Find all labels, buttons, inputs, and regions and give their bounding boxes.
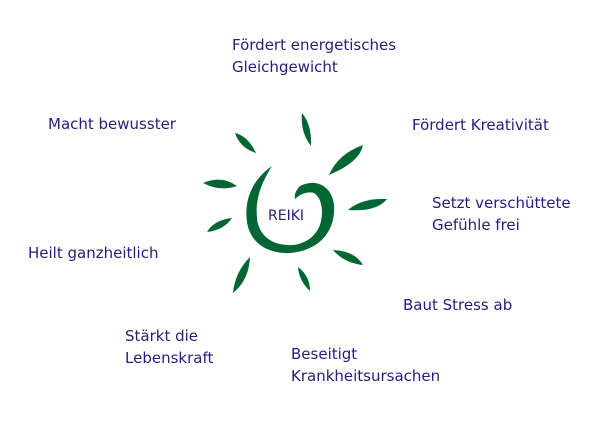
benefit-line: Beseitigt xyxy=(291,345,358,363)
spiral xyxy=(246,166,335,254)
benefit-stress: Baut Stress ab xyxy=(403,294,512,316)
ray-top-right xyxy=(329,145,363,175)
benefit-line: Stärkt die xyxy=(125,327,199,345)
benefit-line: Fördert Kreativität xyxy=(412,116,549,134)
benefit-lifeforce: Stärkt die Lebenskraft xyxy=(125,325,213,369)
benefit-holistic: Heilt ganzheitlich xyxy=(28,242,158,264)
benefit-line: Setzt verschüttete xyxy=(432,194,571,212)
benefit-awareness: Macht bewusster xyxy=(48,113,176,135)
benefit-feelings: Setzt verschüttete Gefühle frei xyxy=(432,192,571,236)
benefit-line: Gleichgewicht xyxy=(232,58,338,76)
benefit-creativity: Fördert Kreativität xyxy=(412,114,549,136)
ray-left-lower xyxy=(207,218,232,232)
benefit-line: Heilt ganzheitlich xyxy=(28,244,159,262)
benefit-line: Krankheitsursachen xyxy=(291,367,441,385)
benefit-line: Gefühle frei xyxy=(432,216,520,234)
ray-right xyxy=(348,198,387,211)
ray-top xyxy=(301,113,312,146)
benefit-line: Fördert energetisches xyxy=(232,36,397,54)
ray-bottom-left xyxy=(233,257,250,293)
center-label: REIKI xyxy=(268,208,305,224)
benefit-line: Baut Stress ab xyxy=(403,296,513,314)
benefit-line: Macht bewusster xyxy=(48,115,176,133)
ray-left xyxy=(203,179,237,189)
ray-bottom xyxy=(298,267,310,291)
ray-bottom-right xyxy=(333,250,363,265)
benefit-causes: Beseitigt Krankheitsursachen xyxy=(291,343,440,387)
benefit-energy: Fördert energetisches Gleichgewicht xyxy=(232,34,396,78)
benefit-line: Lebenskraft xyxy=(125,349,214,367)
ray-top-left xyxy=(235,133,256,153)
